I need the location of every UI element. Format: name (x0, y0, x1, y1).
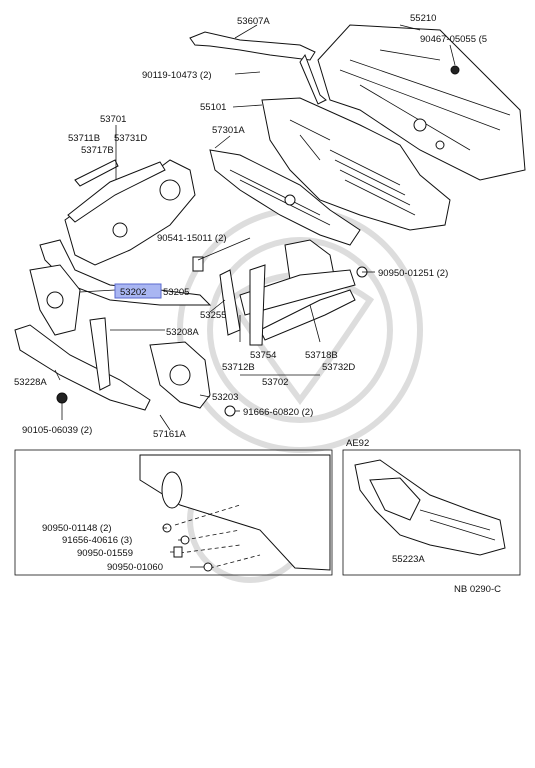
part-55210-dash-upper (317, 24, 526, 181)
part-53202-support (29, 239, 212, 336)
label-55223A[interactable]: 55223A (392, 554, 425, 565)
label-53717B[interactable]: 53717B (81, 145, 114, 156)
label-53712B[interactable]: 53712B (222, 362, 255, 373)
label-53718B[interactable]: 53718B (305, 350, 338, 361)
part-53228A-frame (14, 317, 151, 411)
inset-box-floor (14, 449, 333, 576)
label-90950-01251[interactable]: 90950-01251 (2) (378, 268, 448, 279)
label-53203[interactable]: 53203 (212, 392, 238, 403)
label-53711B[interactable]: 53711B (68, 133, 100, 144)
label-90119[interactable]: 90119-10473 (2) (142, 70, 212, 81)
label-55101[interactable]: 55101 (200, 102, 226, 113)
part-53702-apron (219, 239, 356, 346)
label-53731D[interactable]: 53731D (114, 133, 147, 144)
label-53732D[interactable]: 53732D (322, 362, 355, 373)
label-55210[interactable]: 55210 (410, 13, 436, 24)
part-53203 (149, 341, 211, 409)
footer-code: NB 0290-C (454, 584, 501, 595)
label-90105[interactable]: 90105-06039 (2) (22, 425, 92, 436)
part-53607A-rail (189, 31, 327, 105)
label-ae92: AE92 (346, 438, 369, 449)
label-91666[interactable]: 91666-60820 (2) (243, 407, 313, 418)
parts-diagram: 53607A 55210 90467-05055 (5 90119-10473 … (14, 13, 526, 595)
label-53205[interactable]: 53205 (163, 287, 189, 298)
part-53701-apron (64, 159, 196, 266)
label-57161A[interactable]: 57161A (153, 429, 186, 440)
label-53754[interactable]: 53754 (250, 350, 276, 361)
label-53202[interactable]: 53202 (120, 287, 146, 298)
inset-box-ae92 (342, 449, 521, 576)
label-53228A[interactable]: 53228A (14, 377, 47, 388)
label-90467[interactable]: 90467-05055 (5 (420, 34, 487, 45)
part-55101-dash-lower (261, 97, 451, 231)
highlight-53202 (114, 283, 162, 299)
label-90950-01060[interactable]: 90950-01060 (107, 562, 163, 573)
label-53701[interactable]: 53701 (100, 114, 126, 125)
label-90950-01148[interactable]: 90950-01148 (2) (42, 523, 112, 534)
label-53208A[interactable]: 53208A (166, 327, 199, 338)
label-53255[interactable]: 53255 (200, 310, 226, 321)
label-53702[interactable]: 53702 (262, 377, 288, 388)
part-57301A (209, 149, 361, 246)
part-91666-grommet (224, 405, 236, 417)
label-57301A[interactable]: 57301A (212, 125, 245, 136)
label-91656[interactable]: 91656-40616 (3) (62, 535, 132, 546)
label-53607A[interactable]: 53607A (237, 16, 270, 27)
label-90541[interactable]: 90541-15011 (2) (157, 233, 227, 244)
label-90950-01559[interactable]: 90950-01559 (77, 548, 133, 559)
part-90541-clip (192, 256, 204, 272)
leader-lines (54, 24, 456, 568)
